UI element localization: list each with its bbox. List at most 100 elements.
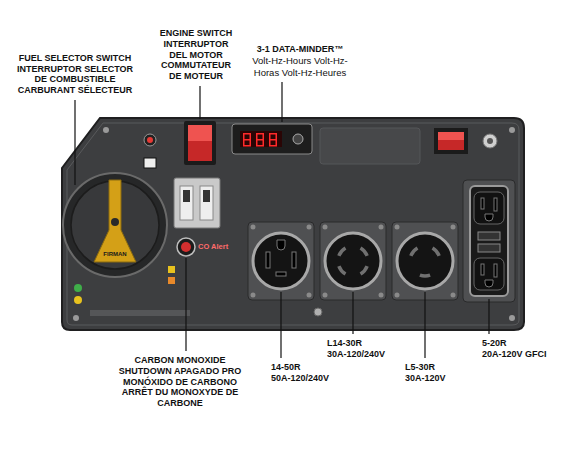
fuel-selector-dial [63,173,167,277]
outlet-slot [481,198,484,209]
outlet-slot [277,240,285,250]
outlet-callout-text: L14-30R [327,338,385,349]
switch-frame [184,121,216,165]
co-alert-button [177,238,195,256]
outlet-5-20r-gfci [463,180,515,302]
brand-marking: FIRMAN [95,251,135,258]
meter-body [232,124,312,154]
data-minder-callout-text: Volt-Hz-Hours Volt-Hz-Horas Volt-Hz-Heur… [244,55,356,78]
leader-line [488,299,489,334]
leader-line [199,86,200,119]
dial-outer [63,173,167,277]
data-minder-callout: 3-1 DATA-MINDER™Volt-Hz-Hours Volt-Hz-Ho… [244,44,356,78]
dial-hub [111,218,119,226]
leader-line [424,292,425,358]
screw [509,127,515,133]
panel-housing [62,118,524,330]
outlet-plate [320,222,386,300]
switch-frame [434,128,468,154]
switch-highlight [188,125,212,141]
outlet-slot [481,264,484,275]
data-minder-callout-text: 3-1 DATA-MINDER™ [244,44,356,55]
indicator-lamps [144,134,156,168]
outlet-callout-text: 30A-120V [405,373,446,384]
twist-lock-slots [411,248,439,276]
screw [73,315,79,321]
outlet-14-50r [248,222,314,300]
leader-line [280,292,281,358]
brand-marking-text: FIRMAN [95,251,135,258]
switch-highlight [438,132,464,140]
outlet-callout: 5-20R20A-120V GFCI [482,338,547,360]
co-shutdown-callout-text: CARBON MONOXIDE SHUTDOWN APAGADO PRO MON… [118,355,242,409]
circuit-breaker [174,178,220,228]
breaker-pole [180,186,193,220]
gfci-test [478,232,500,240]
breaker-body [174,178,220,228]
engine-switch-callout-text: ENGINE SWITCH INTERRUPTOR DEL MOTOR COMM… [155,28,237,82]
data-minder-meter [232,124,312,154]
outlet-face [325,233,381,289]
breaker-toggle [183,190,190,202]
breaker-toggle [203,190,210,202]
outlet-callout-text: 14-50R [271,362,329,373]
outlet-plate [392,222,458,300]
outlet-callout-text: 30A-120/240V [327,349,385,360]
twist-lock-slots [339,248,367,274]
outlet-plate [248,222,314,300]
leader-line [185,258,186,351]
fuel-selector-callout: FUEL SELECTOR SWITCH INTERRUPTOR SELECTO… [15,53,135,96]
outlet-face [397,233,453,289]
meter-display [240,131,282,147]
dial-handle [94,180,136,262]
outlet-l14-30r [320,222,386,300]
outlet-callout-text: 50A-120/240V [271,373,329,384]
outlet-callout-text: 20A-120V GFCI [482,349,547,360]
gfci-reset [478,244,500,252]
breaker-pole [200,186,213,220]
panel-knob [483,134,497,148]
screw [103,127,109,133]
knob [483,134,497,148]
outlet-slot [266,252,270,268]
receptacle-face [474,192,504,224]
leader-line [352,292,353,334]
fuel-selector-callout-text: FUEL SELECTOR SWITCH INTERRUPTOR SELECTO… [15,53,135,96]
outlet-slot [494,198,497,211]
panel-inner-edge [67,123,519,325]
fuel-indicator-dots [74,266,175,304]
switch-rocker [188,125,212,161]
outlet-face [253,233,309,289]
receptacle-face [474,258,504,290]
gas-square [168,266,175,273]
outlet-callout-text: 5-20R [482,338,547,349]
outlet-slot [276,272,286,276]
outlet-callout: L14-30R30A-120/240V [327,338,385,360]
co-shutdown-callout: CARBON MONOXIDE SHUTDOWN APAGADO PRO MON… [118,355,242,409]
panel-marking-text: CO Alert [198,242,228,251]
co-bezel [177,238,195,256]
dial-inner [71,181,159,269]
gfci-body [470,186,508,296]
screw [509,315,515,321]
lamp-bezel [144,134,156,146]
engine-switch-callout: ENGINE SWITCH INTERRUPTOR DEL MOTOR COMM… [155,28,237,82]
meter-button [293,134,303,144]
gas-dot [74,296,82,304]
outlet-l5-30r [392,222,458,300]
outlet-slot [485,280,493,287]
engine-switch [184,121,216,165]
display-segments [243,133,277,147]
leader-line [74,100,75,185]
warning-icon [144,158,156,168]
switch-rocker [438,132,464,150]
leader-line [281,82,282,122]
outlet-plate [463,180,515,302]
warning-strip [90,310,190,316]
panel-marking: CO Alert [198,242,228,251]
outlet-slot [485,214,493,221]
outlet-callout-text: L5-30R [405,362,446,373]
outlet-slot [292,252,296,268]
knob-center [487,138,493,144]
